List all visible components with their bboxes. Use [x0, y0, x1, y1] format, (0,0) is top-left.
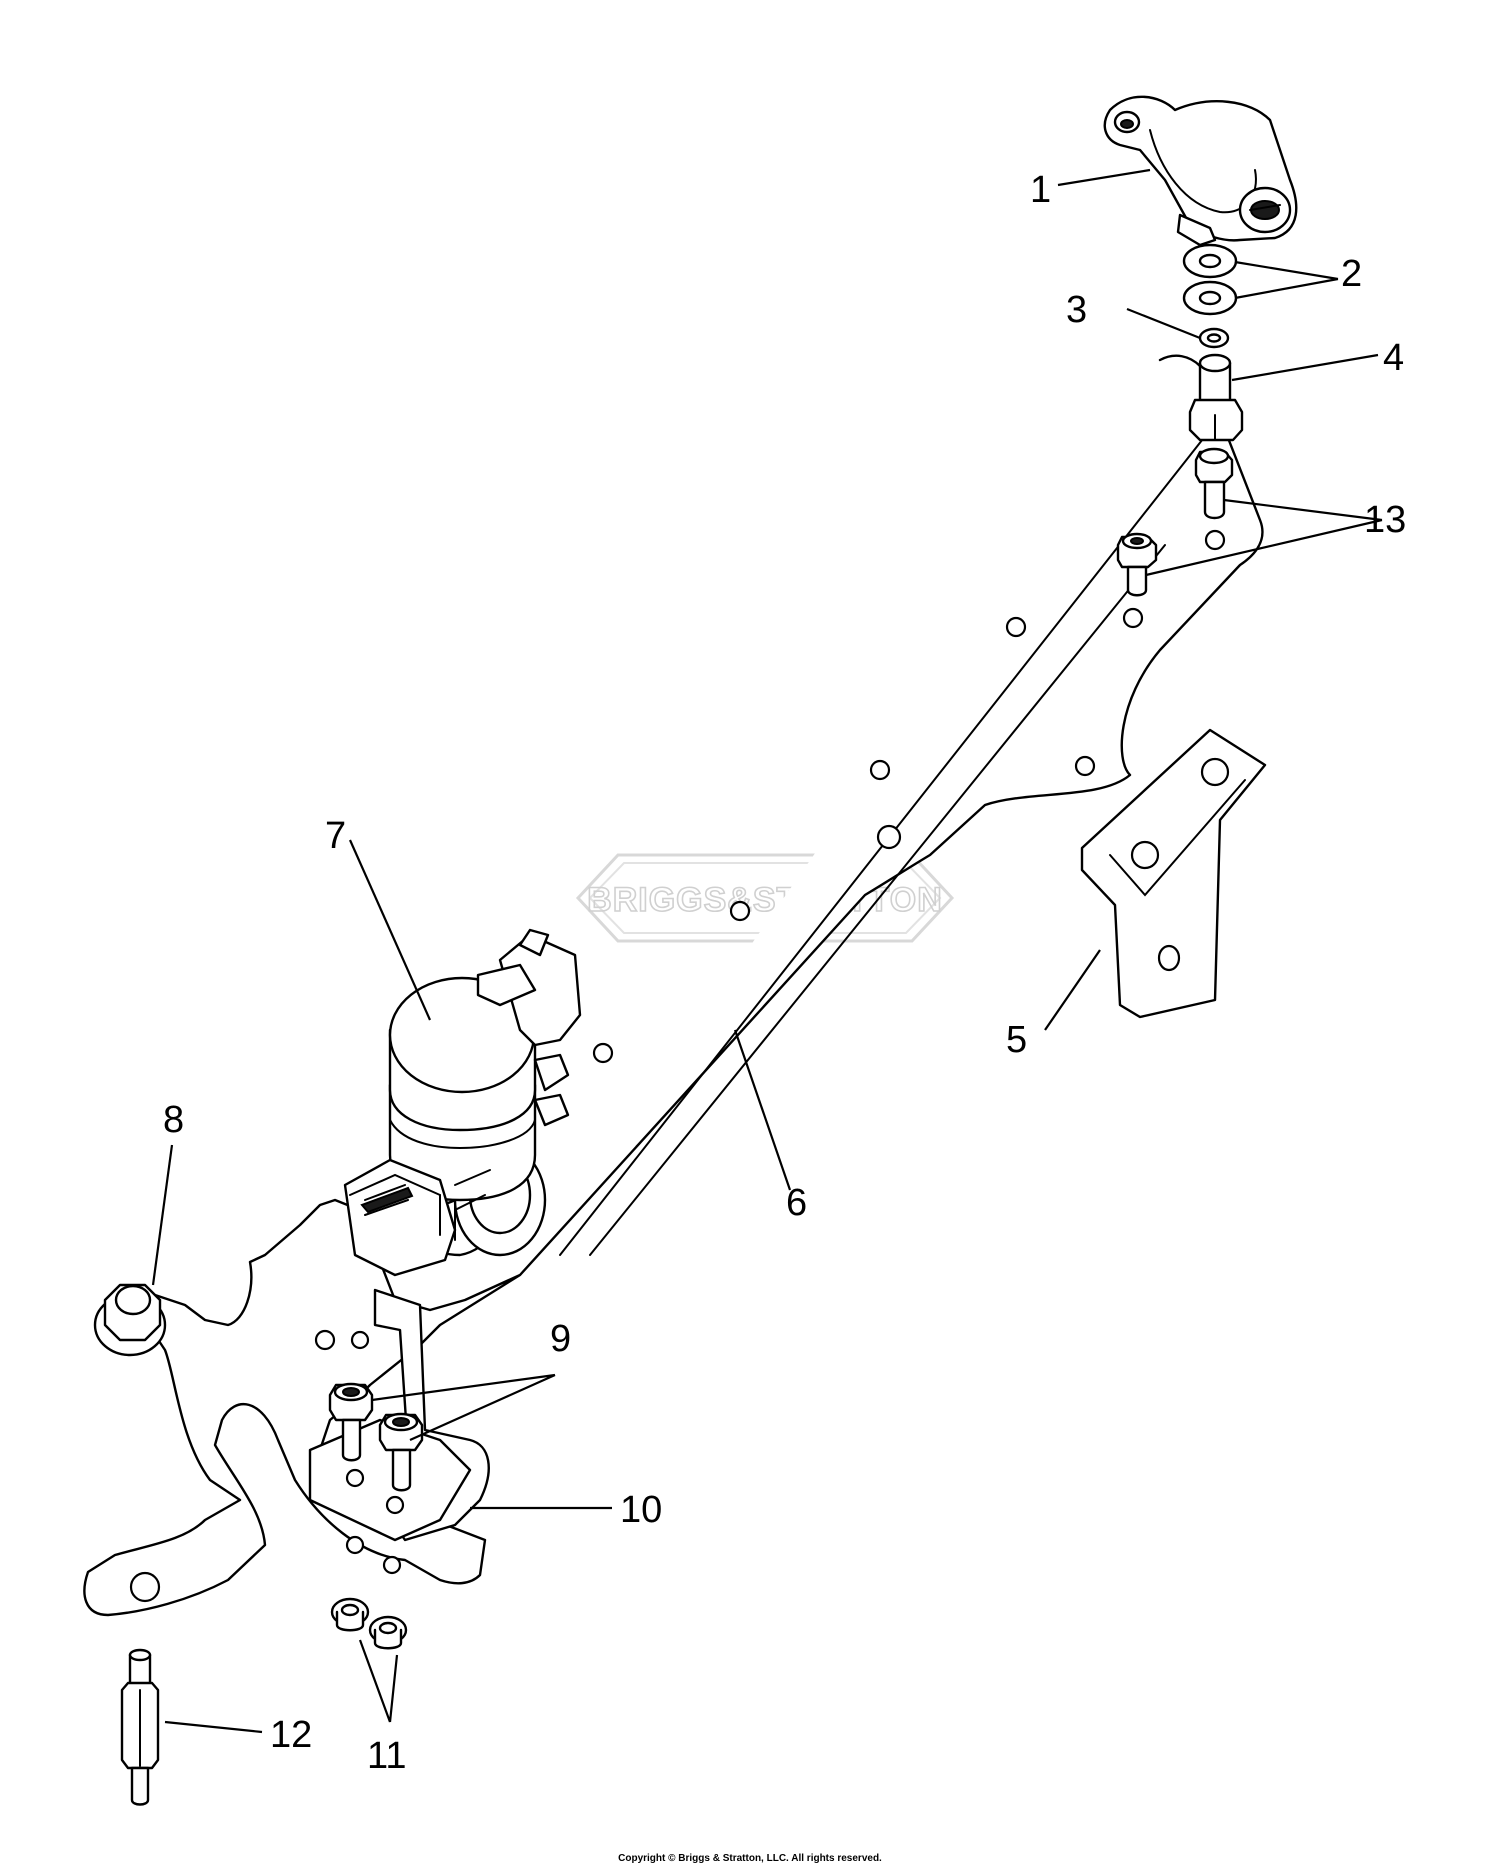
- part-6-main-bracket: [83, 354, 1264, 1617]
- part-12-stud: [120, 1648, 160, 1806]
- part-2-washers: [1182, 243, 1238, 316]
- callout-10: 10: [620, 1489, 662, 1531]
- callout-12: 12: [270, 1714, 312, 1756]
- callout-9: 9: [550, 1318, 571, 1360]
- callout-1: 1: [1030, 169, 1051, 211]
- part-4-screw: [1188, 353, 1244, 442]
- callout-4: 4: [1383, 337, 1404, 379]
- callout-labels: 1 2 3 4 5 6 7 8 9 10 11 12 13: [163, 169, 1406, 1777]
- part-3-lock-washer: [1198, 327, 1230, 349]
- callout-5: 5: [1006, 1019, 1027, 1061]
- copyright-footer: Copyright © Briggs & Stratton, LLC. All …: [618, 1853, 882, 1864]
- part-9-bolts: [328, 1382, 424, 1492]
- brand-watermark: BRIGGS&STRATTON: [575, 853, 955, 943]
- part-8-flange-nut: [93, 1283, 167, 1357]
- callout-2: 2: [1341, 253, 1362, 295]
- callout-6: 6: [786, 1182, 807, 1224]
- callout-7: 7: [325, 815, 346, 857]
- part-1-clamp: [1103, 95, 1298, 247]
- watermark-text: BRIGGS&STRATTON: [587, 881, 943, 919]
- leader-lines: [151, 168, 1383, 1734]
- part-7-solenoid: [343, 928, 582, 1277]
- part-5-angle-bracket: [1080, 728, 1267, 1019]
- callout-11: 11: [367, 1735, 406, 1777]
- part-11-nuts: [330, 1597, 408, 1650]
- callout-3: 3: [1066, 289, 1087, 331]
- callout-13: 13: [1364, 499, 1406, 541]
- callout-8: 8: [163, 1099, 184, 1141]
- part-13-bolts: [1116, 447, 1234, 597]
